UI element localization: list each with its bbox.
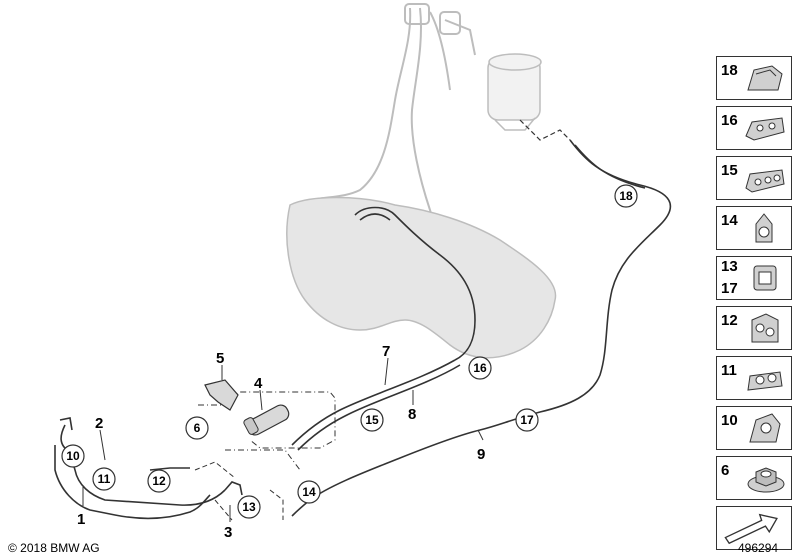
canister-ghost xyxy=(487,53,542,131)
clip-14-icon xyxy=(755,213,773,243)
legend-number: 18 xyxy=(721,62,738,79)
legend-item-15: 15 xyxy=(716,156,792,200)
svg-text:18: 18 xyxy=(619,189,633,203)
legend-number: 16 xyxy=(721,112,738,129)
fuel-system-diagram: 1 2 3 4 5 7 8 9 6 10 11 12 13 14 15 16 1… xyxy=(54,3,672,541)
legend-item-11: 11 xyxy=(716,356,792,400)
direction-arrow-icon xyxy=(724,513,778,545)
copyright-text: © 2018 BMW AG xyxy=(8,541,100,555)
fuel-lines-1-2-3 xyxy=(54,417,243,520)
clip-18-icon xyxy=(747,65,783,91)
svg-text:11: 11 xyxy=(98,472,111,486)
clip-16-icon xyxy=(745,117,785,141)
dashed-connector-18 xyxy=(519,119,571,141)
assembly-guide xyxy=(198,391,336,471)
hex-nut-icon xyxy=(747,467,785,493)
legend-item-6: 6 xyxy=(716,456,792,500)
svg-text:15: 15 xyxy=(365,413,379,427)
callout-3: 3 xyxy=(224,524,232,541)
legend-item-16: 16 xyxy=(716,106,792,150)
legend-item-10: 10 xyxy=(716,406,792,450)
circled-callout-15: 15 xyxy=(360,408,384,432)
leader-lines xyxy=(82,357,484,522)
circled-callout-16: 16 xyxy=(468,356,492,380)
callout-9: 9 xyxy=(477,446,485,463)
legend-number: 15 xyxy=(721,162,738,179)
circled-callout-11: 11 xyxy=(92,467,116,491)
svg-text:6: 6 xyxy=(194,421,201,435)
svg-text:12: 12 xyxy=(152,474,166,488)
clip-12-icon xyxy=(751,313,779,343)
circled-callout-18: 18 xyxy=(614,184,638,208)
clip-13-icon xyxy=(753,265,777,291)
diagram-id: 496294 xyxy=(738,541,779,555)
clip-15-icon xyxy=(745,169,785,193)
callout-1: 1 xyxy=(77,511,85,528)
svg-text:13: 13 xyxy=(242,500,256,514)
legend-number: 10 xyxy=(721,412,738,429)
legend-item-13-17: 13 17 xyxy=(716,256,792,300)
legend-item-12: 12 xyxy=(716,306,792,350)
legend-number-secondary: 17 xyxy=(721,280,738,297)
svg-text:16: 16 xyxy=(473,361,487,375)
svg-text:14: 14 xyxy=(302,485,316,499)
fuel-lines-7-8 xyxy=(291,359,461,451)
callout-4: 4 xyxy=(254,375,263,392)
circled-callout-12: 12 xyxy=(147,469,171,493)
tank-fuel-lines xyxy=(354,206,476,361)
clip-10-icon xyxy=(749,413,781,443)
legend-number: 11 xyxy=(721,362,737,379)
circled-callout-13: 13 xyxy=(237,495,261,519)
legend-item-18: 18 xyxy=(716,56,792,100)
legend-number: 6 xyxy=(721,462,730,479)
circled-callout-14: 14 xyxy=(297,480,321,504)
fuel-line-long xyxy=(291,139,672,517)
svg-text:10: 10 xyxy=(66,449,80,463)
callout-2: 2 xyxy=(95,415,103,432)
fuel-filter xyxy=(243,404,290,436)
circled-callout-17: 17 xyxy=(515,408,539,432)
clip-11-icon xyxy=(747,371,783,391)
mounting-bracket xyxy=(204,379,239,411)
circled-callout-6: 6 xyxy=(185,416,209,440)
legend-direction-arrow xyxy=(716,506,792,550)
legend-number: 13 xyxy=(721,258,738,275)
callout-5: 5 xyxy=(216,350,224,367)
callout-8: 8 xyxy=(408,406,416,423)
legend-number: 12 xyxy=(721,312,738,329)
dashed-guides-left xyxy=(194,461,284,521)
circled-callout-10: 10 xyxy=(61,444,85,468)
callout-7: 7 xyxy=(382,343,390,360)
svg-text:17: 17 xyxy=(520,413,534,427)
legend-item-14: 14 xyxy=(716,206,792,250)
legend-number: 14 xyxy=(721,212,738,229)
fuel-tank xyxy=(286,196,557,359)
